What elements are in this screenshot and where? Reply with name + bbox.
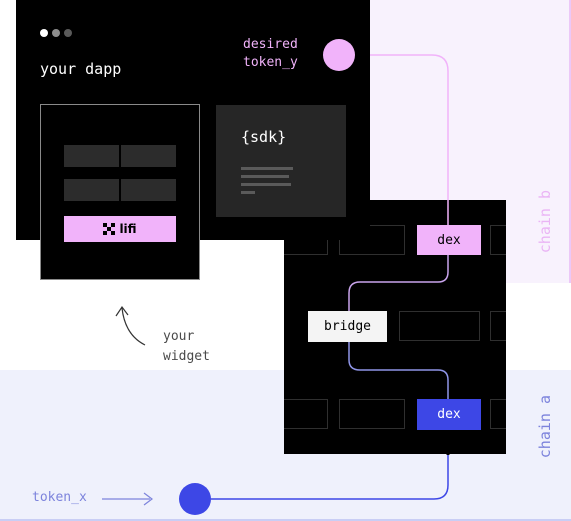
route-cell bbox=[284, 399, 328, 429]
chain-a-band-edge bbox=[0, 519, 571, 521]
lifi-logo-icon bbox=[103, 223, 116, 235]
bridge-node: bridge bbox=[308, 311, 387, 342]
widget-field bbox=[64, 145, 119, 167]
widget-note: your widget bbox=[163, 329, 210, 364]
dex-to-bridge-path bbox=[348, 255, 449, 311]
chain-b-path bbox=[355, 54, 449, 225]
lifi-button[interactable]: lifi bbox=[64, 216, 176, 242]
widget-field bbox=[121, 179, 176, 201]
sdk-code-line bbox=[241, 191, 255, 194]
sdk-label: {sdk} bbox=[241, 128, 287, 146]
chain-b-band-edge bbox=[569, 0, 571, 283]
bridge-to-dex-path bbox=[348, 342, 449, 399]
desired-token-label: desired token_y bbox=[243, 37, 298, 70]
lifi-button-label: lifi bbox=[119, 222, 137, 236]
chain-a-path bbox=[211, 430, 449, 500]
route-cell bbox=[339, 399, 405, 429]
sdk-code-line bbox=[241, 167, 293, 170]
route-cell bbox=[339, 225, 405, 255]
token-x-label: token_x bbox=[32, 490, 87, 505]
token-y-node bbox=[323, 39, 355, 71]
widget-note-arrow bbox=[121, 307, 146, 346]
widget-field bbox=[64, 179, 119, 201]
dapp-title: your dapp bbox=[40, 60, 122, 78]
sdk-code-line bbox=[241, 183, 291, 186]
token-x-arrowhead bbox=[143, 492, 153, 506]
widget-field bbox=[121, 145, 176, 167]
window-dot-icon bbox=[64, 29, 72, 37]
window-dot-icon bbox=[40, 29, 48, 37]
dex-chain-b: dex bbox=[417, 225, 481, 255]
sdk-code-line bbox=[241, 175, 289, 178]
route-cell bbox=[490, 311, 506, 341]
window-dot-icon bbox=[52, 29, 60, 37]
route-cell bbox=[490, 225, 506, 255]
dex-chain-a: dex bbox=[417, 399, 481, 430]
token-x-node bbox=[179, 483, 211, 515]
sdk-panel bbox=[216, 105, 346, 217]
widget-note-arrowhead bbox=[115, 305, 129, 317]
route-cell bbox=[399, 311, 480, 341]
route-cell bbox=[490, 399, 506, 429]
